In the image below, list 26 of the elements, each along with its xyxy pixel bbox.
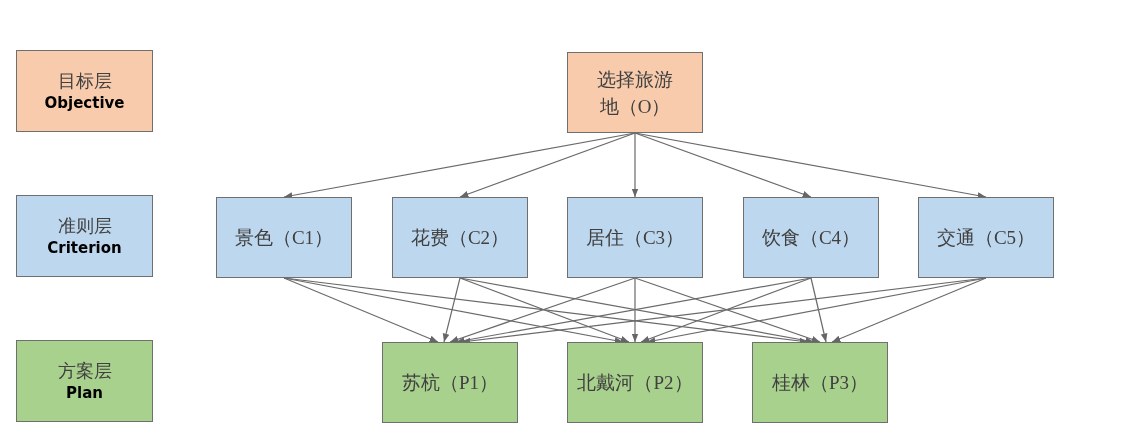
plan-box: 桂林（P3） bbox=[752, 342, 888, 423]
arrow bbox=[831, 277, 987, 343]
layer-name: 目标层 bbox=[57, 69, 112, 93]
arrow bbox=[283, 277, 439, 343]
criterion-box: 花费（C2） bbox=[392, 197, 528, 278]
plan-box: 苏杭（P1） bbox=[382, 342, 518, 423]
layer-subtitle: Criterion bbox=[47, 238, 122, 258]
arrow bbox=[631, 277, 639, 343]
arrow bbox=[442, 277, 461, 343]
criterion-box: 景色（C1） bbox=[216, 197, 352, 278]
arrow bbox=[634, 132, 812, 198]
criterion-box: 居住（C3） bbox=[567, 197, 703, 278]
arrow bbox=[459, 132, 636, 198]
layer-subtitle: Objective bbox=[44, 93, 125, 113]
layer-name: 准则层 bbox=[57, 214, 112, 238]
layer-subtitle: Plan bbox=[66, 383, 103, 403]
criterion-box: 饮食（C4） bbox=[743, 197, 879, 278]
criterion-box: 交通（C5） bbox=[918, 197, 1054, 278]
plan-box: 北戴河（P2） bbox=[567, 342, 703, 423]
layer-box bbox=[16, 195, 153, 277]
layer-box bbox=[16, 340, 153, 422]
layer-name: 方案层 bbox=[57, 359, 112, 383]
arrow bbox=[810, 277, 828, 343]
layer-box bbox=[16, 50, 153, 132]
goal-box: 选择旅游地（O） bbox=[567, 52, 703, 133]
arrow bbox=[631, 132, 639, 198]
